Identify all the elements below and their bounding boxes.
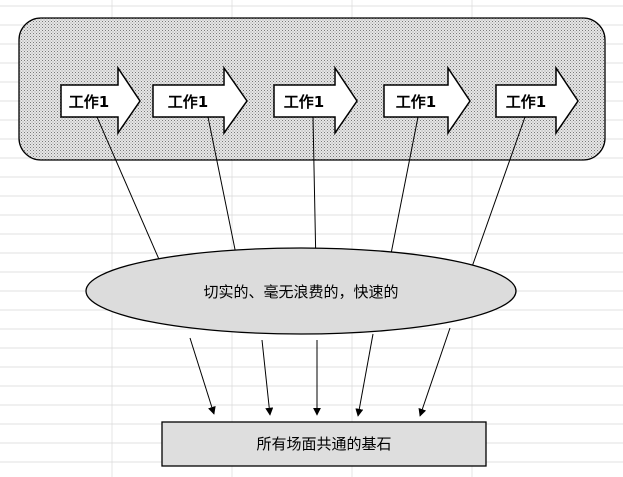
down-arrow-1 xyxy=(189,337,216,415)
task-connector-lines xyxy=(96,116,526,282)
down-arrow-5 xyxy=(418,327,451,417)
task-label: 工作1 xyxy=(506,93,546,111)
connector-line-2 xyxy=(207,116,241,275)
foundation-box xyxy=(161,421,487,467)
task-arrow-5: 工作1 xyxy=(495,65,579,136)
connector-line-1 xyxy=(96,116,169,281)
principle-ellipse xyxy=(85,247,517,335)
down-arrow-4 xyxy=(355,333,374,417)
task-arrow-2: 工作1 xyxy=(152,65,248,136)
task-label: 工作1 xyxy=(69,93,109,111)
connector-line-4 xyxy=(387,116,419,270)
task-label: 工作1 xyxy=(396,93,436,111)
foundation-arrows xyxy=(189,327,451,417)
task-arrow-3: 工作1 xyxy=(273,65,358,136)
task-arrows: 工作1 工作1 工作1 工作1 工作1 xyxy=(60,65,579,136)
task-label: 工作1 xyxy=(168,93,208,111)
ellipse-label: 切实的、毫无浪费的，快速的 xyxy=(203,283,398,301)
task-arrow-1: 工作1 xyxy=(60,65,141,136)
foundation-label: 所有场面共通的基石 xyxy=(256,435,391,453)
task-arrow-4: 工作1 xyxy=(383,65,471,136)
task-label: 工作1 xyxy=(284,93,324,111)
connector-line-5 xyxy=(466,116,526,282)
connector-line-3 xyxy=(312,116,317,269)
down-arrow-2 xyxy=(261,339,274,416)
